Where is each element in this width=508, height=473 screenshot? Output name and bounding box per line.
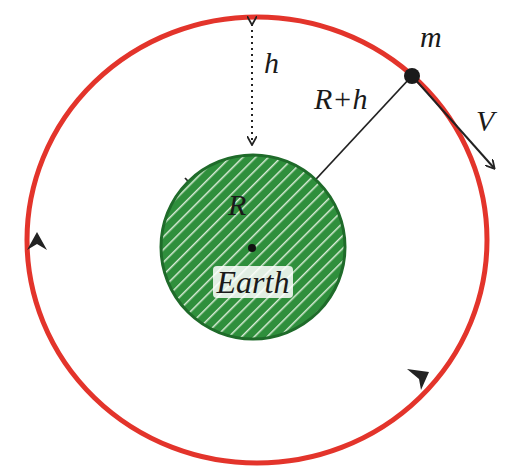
symbol-label: m <box>418 22 444 52</box>
symbol-label: R <box>226 190 248 220</box>
earth-label: Earth <box>213 266 294 298</box>
earth-shape <box>158 152 348 342</box>
orbit-arrow <box>407 369 429 390</box>
symbol-label: V <box>474 106 496 136</box>
height-arrow <box>251 24 253 144</box>
satellite-dot <box>404 68 420 84</box>
symbol-label: R+h <box>312 84 370 114</box>
earth-circle: Earth <box>158 152 348 342</box>
orbit-arrow <box>27 232 47 250</box>
symbol-label: h <box>262 48 281 78</box>
